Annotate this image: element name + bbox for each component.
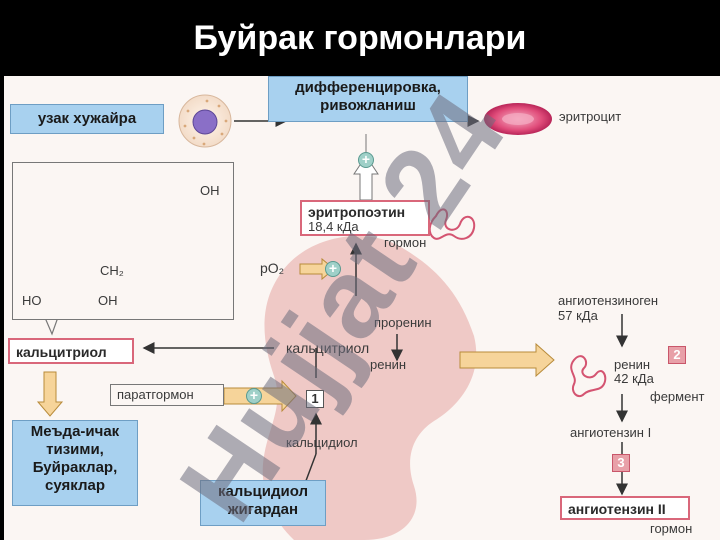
renin-label: ренин xyxy=(370,357,407,372)
bone-marrow-label: узак хужайра xyxy=(37,110,137,127)
differentiation-line-2: ривожланиш xyxy=(320,97,416,114)
angiotensin1-label: ангиотензин I xyxy=(570,425,652,440)
calcitriol-mid-label: кальцитриол xyxy=(286,340,370,356)
angiotensinogen-mass: 57 кДа xyxy=(558,308,598,323)
diagram-graphics xyxy=(36,94,628,540)
calcidiol-source-line-1: кальцидиол xyxy=(217,483,309,500)
prorenin-label: проренин xyxy=(374,315,432,330)
hormone-label-2: гормон xyxy=(650,521,693,536)
targets-box: Меъда-ичак тизими, Буйраклар, суяклар xyxy=(12,420,138,506)
angiotensin2-box: ангиотензин II xyxy=(560,496,690,520)
formula-box xyxy=(12,162,234,320)
po2-label: pO₂ xyxy=(260,260,285,276)
step-1-badge: 1 xyxy=(306,390,324,408)
targets-line-1: Меъда-ичак xyxy=(30,423,120,440)
diagram-canvas: узак хужайра дифференцировка, ривожланиш… xyxy=(4,76,720,540)
targets-line-4: суяклар xyxy=(45,477,105,494)
plus-icon-erythro: + xyxy=(358,152,374,168)
formula-ch2: CH₂ xyxy=(100,263,124,278)
calcidiol-source-box: кальцидиол жигардан xyxy=(200,480,326,526)
formula-oh-top: OH xyxy=(200,183,220,198)
renin2-mass: 42 кДа xyxy=(614,371,654,386)
formula-ho: HO xyxy=(22,293,42,308)
erythropoietin-mass: 18,4 кДа xyxy=(308,219,359,234)
step-2-badge: 2 xyxy=(668,346,686,364)
hormone-label-1: гормон xyxy=(384,235,427,250)
calcitriol-main-label: кальцитриол xyxy=(16,344,107,360)
formula-oh-bottom: OH xyxy=(98,293,118,308)
differentiation-line-1: дифференцировка, xyxy=(295,79,441,96)
differentiation-box: дифференцировка, ривожланиш xyxy=(268,76,468,122)
erythropoietin-label: эритропоэтин xyxy=(308,204,406,220)
targets-line-3: Буйраклар, xyxy=(32,459,118,476)
plus-icon-parathormone: + xyxy=(246,388,262,404)
slide-title: Буйрак гормонлари xyxy=(193,18,527,57)
angiotensinogen-label: ангиотензиноген xyxy=(558,293,659,308)
parathormone-label: паратгормон xyxy=(117,387,194,402)
enzyme-label: фермент xyxy=(650,389,705,404)
plus-icon-po2: + xyxy=(325,261,341,277)
bone-marrow-box: узак хужайра xyxy=(10,104,164,134)
erythropoietin-box: эритропоэтин 18,4 кДа xyxy=(300,200,430,236)
targets-line-2: тизими, xyxy=(46,441,104,458)
step-3-badge: 3 xyxy=(612,454,630,472)
calcitriol-main-box: кальцитриол xyxy=(8,338,134,364)
calcidiol-label: кальцидиол xyxy=(286,435,358,450)
calcidiol-source-line-2: жигардан xyxy=(227,501,299,518)
kidney-shape xyxy=(262,236,477,540)
erythrocyte-label: эритроцит xyxy=(559,109,622,124)
parathormone-box: паратгормон xyxy=(110,384,224,406)
angiotensin2-label: ангиотензин II xyxy=(568,501,666,517)
renin2-label: ренин xyxy=(614,357,651,372)
title-bar: Буйрак гормонлари xyxy=(0,0,720,76)
